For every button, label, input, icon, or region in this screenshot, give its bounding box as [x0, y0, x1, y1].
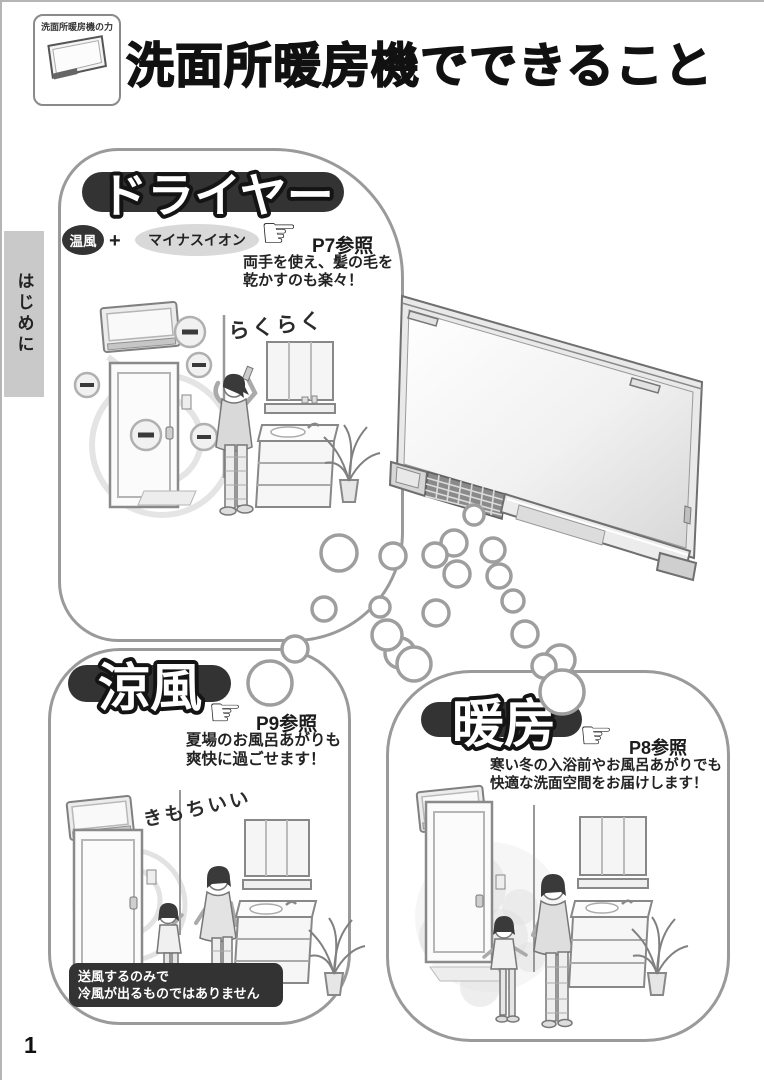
- product-heater-panel: [388, 294, 704, 582]
- door-illustration: [424, 800, 506, 964]
- pointing-hand-icon: ☞: [579, 715, 614, 757]
- thought-bubble-trail: [246, 503, 586, 716]
- sidebar-tab-label: はじめに: [14, 272, 34, 356]
- dryer-title-pill: [82, 172, 344, 212]
- section-icon-box: 洗面所暖房機の力: [33, 14, 121, 106]
- svg-text:涼風: 涼風: [98, 660, 202, 718]
- plant-illustration: [308, 917, 366, 996]
- vanity-illustration: [254, 341, 340, 508]
- cool-title-pill: [68, 665, 231, 702]
- child-illustration: [482, 916, 528, 1023]
- plant-illustration: [323, 424, 381, 503]
- mother-illustration: [531, 874, 582, 1029]
- cool-caption-line1: 夏場のお風呂あがりも: [186, 732, 342, 749]
- heat-page-ref: P8参照: [629, 738, 688, 758]
- heater-panel-icon: [47, 35, 108, 80]
- heat-caption-line1: 寒い冬の入浴前やお風呂あがりでも: [490, 758, 722, 774]
- person-illustration: [213, 365, 258, 516]
- dryer-page-ref: P7参照: [312, 236, 374, 257]
- vanity-illustration: [232, 819, 318, 984]
- pointing-hand-icon: ☞: [260, 209, 298, 256]
- cool-note-box: 送風するのみで 冷風が出るものではありません: [69, 963, 283, 1008]
- heat-caption-line2: 快適な洗面空間をお届けします！: [490, 776, 708, 792]
- svg-text:ドライヤー: ドライヤー: [100, 169, 334, 222]
- page-title: 洗面所暖房機でできること: [125, 39, 714, 94]
- pointing-hand-icon: ☞: [208, 692, 243, 734]
- dryer-scene-illustration: [73, 301, 381, 518]
- plant-illustration: [631, 916, 689, 996]
- sidebar-tab-hajimeni: はじめに: [4, 231, 44, 397]
- cool-note-line1: 送風するのみで: [78, 969, 170, 984]
- cool-note-line2: 冷風が出るものではありません: [78, 986, 260, 1002]
- minus-ion-badge: マイナスイオン: [135, 224, 259, 256]
- floor-mat: [137, 490, 197, 506]
- cool-page-ref: P9参照: [256, 714, 318, 735]
- dryer-title-text: ドライヤー: [96, 165, 338, 226]
- dryer-caption-line2: 乾かすのも楽々！: [243, 272, 364, 289]
- dryer-caption-line1: 両手を使え、髪の毛を: [243, 254, 394, 271]
- door-illustration: [72, 828, 157, 982]
- warm-air-badge: 温風: [62, 225, 104, 255]
- page-number: 1: [24, 1032, 37, 1058]
- section-icon-label: 洗面所暖房機の力: [40, 22, 113, 32]
- heater-unit-illustration: [99, 301, 181, 353]
- cool-caption-line2: 爽快に過ごせます！: [186, 751, 326, 768]
- minus-ion-icons: [73, 315, 219, 452]
- cool-title-text: 涼風: [94, 656, 206, 722]
- vanity-illustration: [567, 816, 654, 988]
- heat-scene-illustration: [415, 784, 689, 1029]
- plus-sign: +: [109, 230, 121, 252]
